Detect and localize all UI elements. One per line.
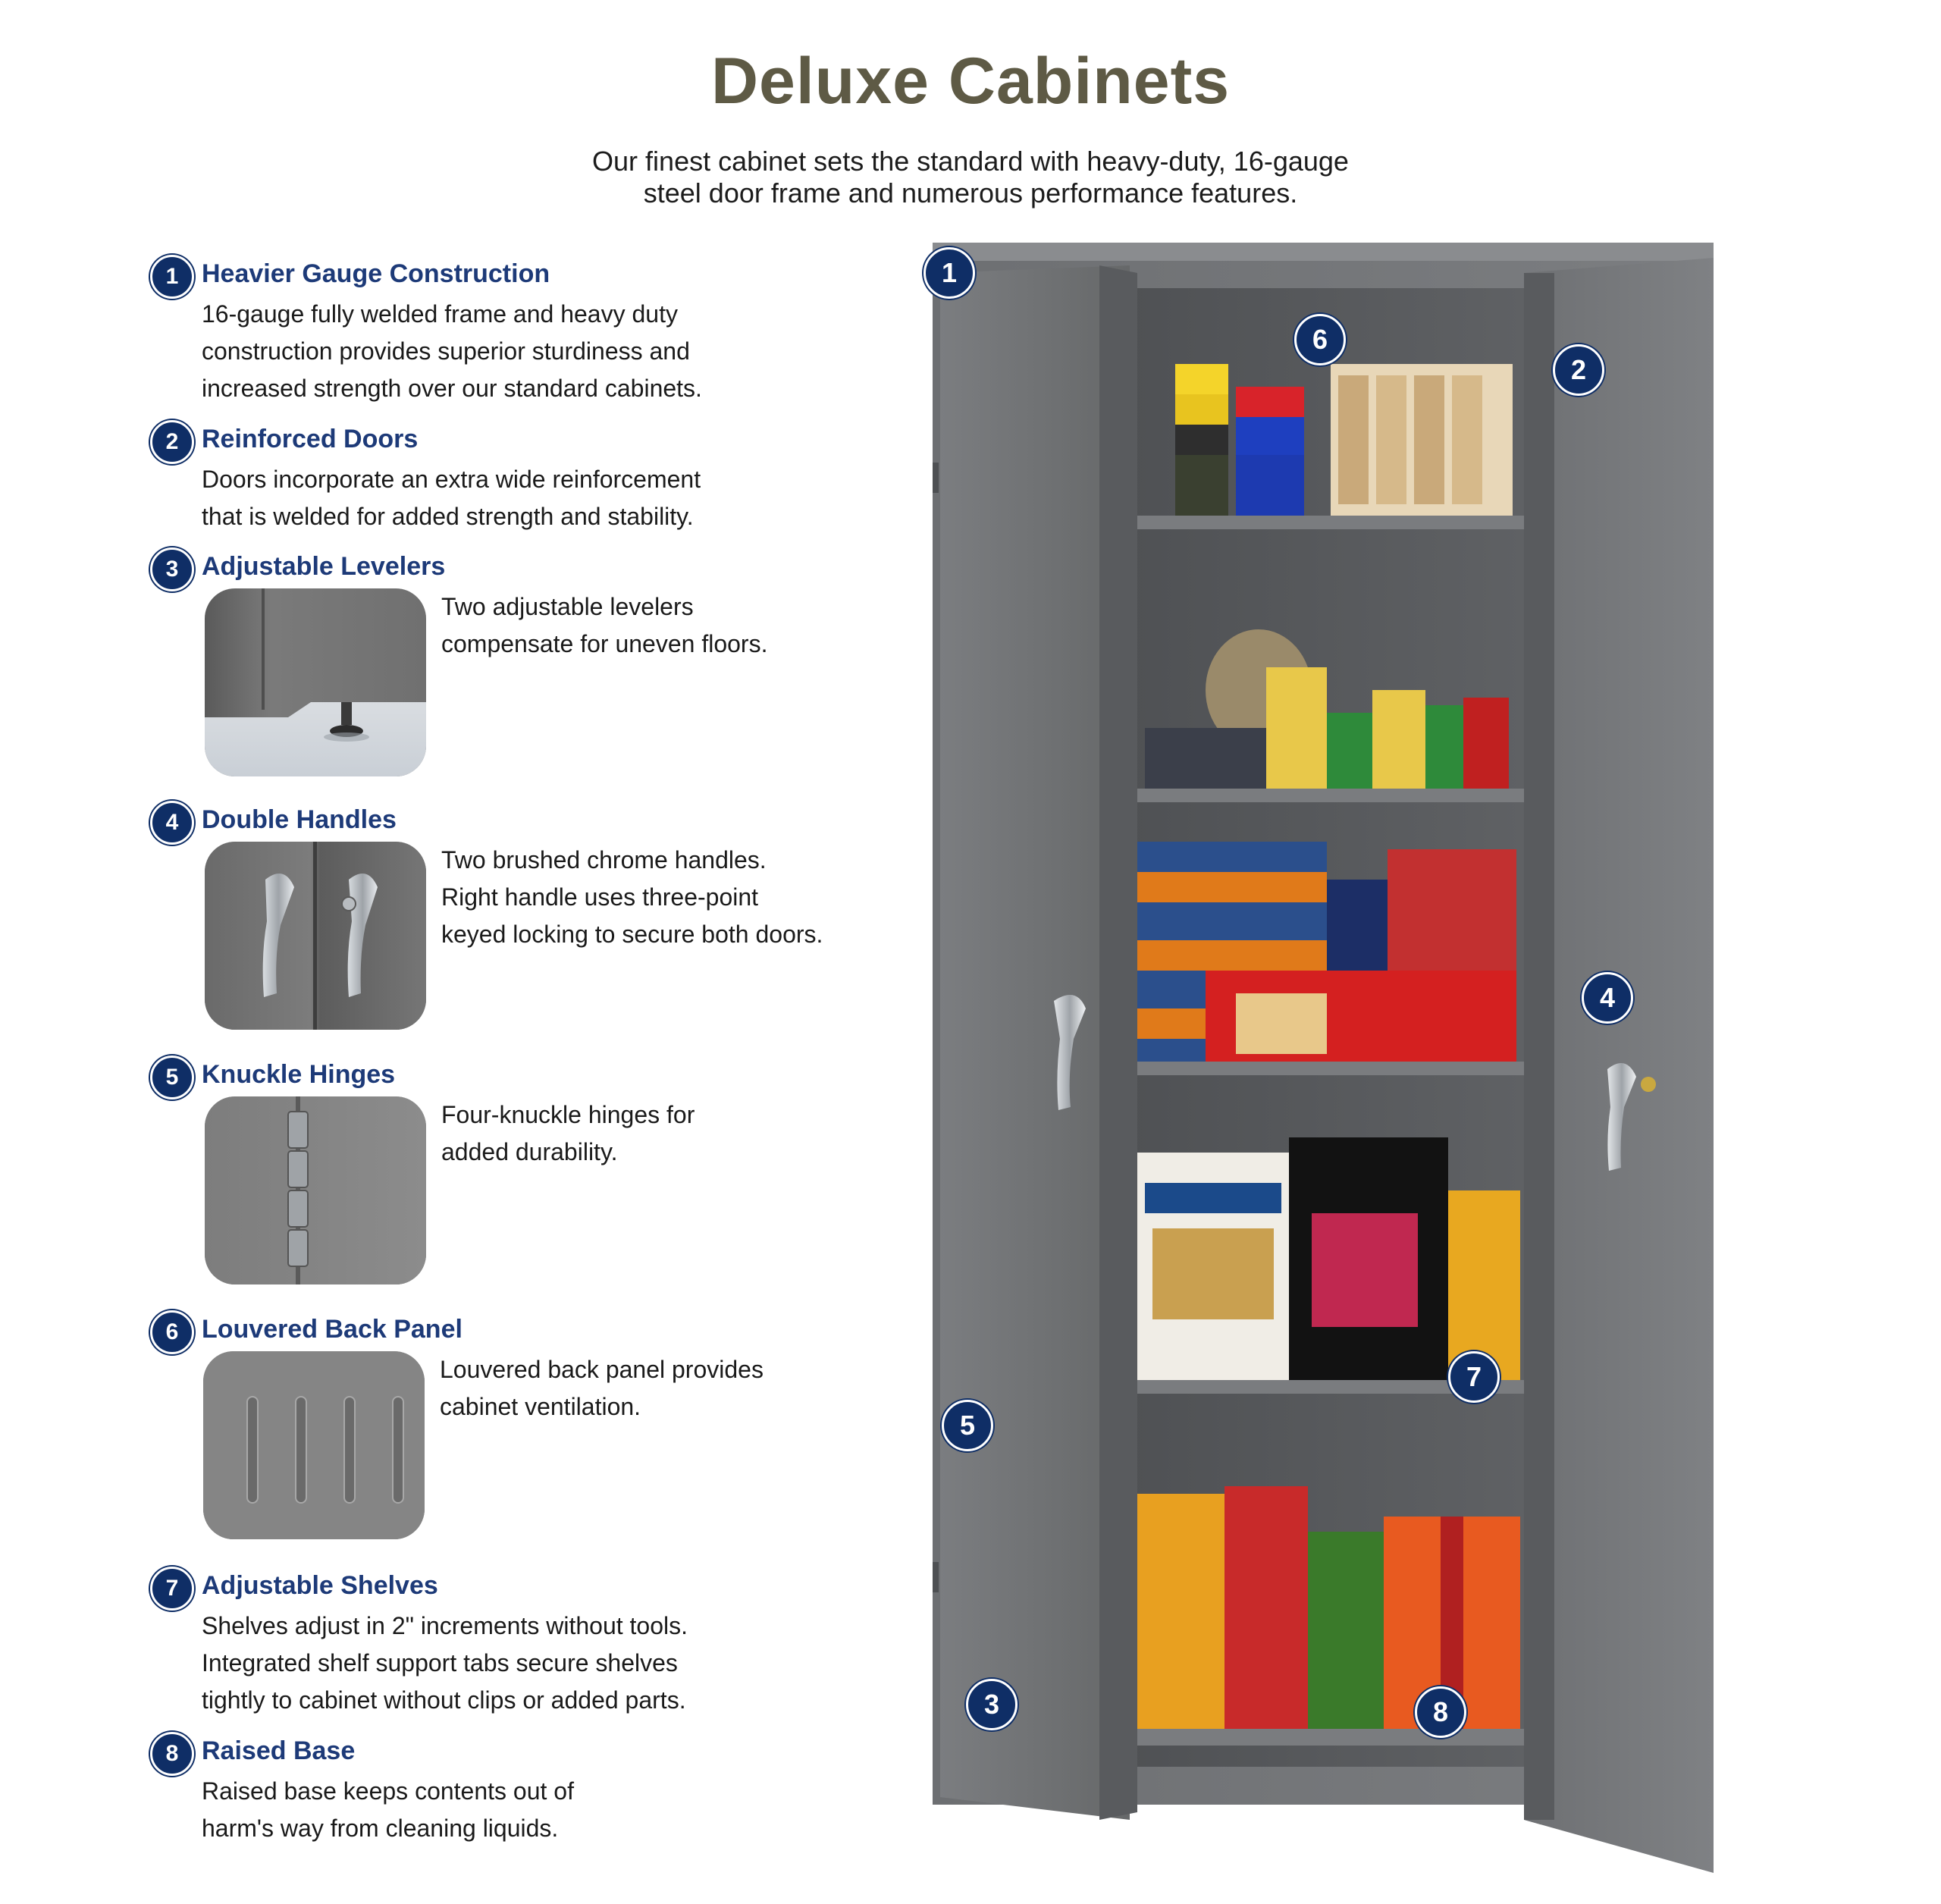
feature-title: Louvered Back Panel xyxy=(202,1315,463,1344)
cabinet-callout-5: 5 xyxy=(942,1400,993,1451)
packing-tape-boxes xyxy=(1331,364,1513,516)
leveler-illustration xyxy=(205,588,426,776)
media-boxes xyxy=(1137,1137,1520,1380)
feature-description: Louvered back panel provides cabinet ven… xyxy=(440,1351,864,1426)
disk-boxes xyxy=(1134,1486,1520,1729)
feature-description-line: Raised base keeps contents out of xyxy=(202,1777,574,1805)
feature-title: Knuckle Hinges xyxy=(202,1060,396,1089)
feature-description: 16-gauge fully welded frame and heavy du… xyxy=(202,296,793,407)
feature-description-line: construction provides superior sturdines… xyxy=(202,337,690,365)
feature-description-line: increased strength over our standard cab… xyxy=(202,375,702,402)
hinge-photo xyxy=(205,1096,426,1284)
office-supplies xyxy=(1145,629,1509,789)
handles-photo xyxy=(205,842,426,1030)
handles-illustration xyxy=(205,842,426,1030)
feature-description-line: Louvered back panel provides xyxy=(440,1356,764,1383)
feature-title: Adjustable Levelers xyxy=(202,552,446,581)
feature-description-line: Four-knuckle hinges for xyxy=(441,1101,695,1128)
feature-description: Two brushed chrome handles. Right handle… xyxy=(441,842,866,953)
feature-number-badge: 3 xyxy=(150,547,194,591)
feature-description-line: Integrated shelf support tabs secure she… xyxy=(202,1649,678,1677)
page-title: Deluxe Cabinets xyxy=(710,45,1231,118)
cabinet-callout-7: 7 xyxy=(1448,1351,1500,1403)
subtitle-line-1: Our finest cabinet sets the standard wit… xyxy=(592,146,1349,177)
cabinet-callout-8: 8 xyxy=(1415,1686,1466,1738)
feature-number-badge: 6 xyxy=(150,1310,194,1354)
feature-description-line: keyed locking to secure both doors. xyxy=(441,921,823,948)
feature-description-line: 16-gauge fully welded frame and heavy du… xyxy=(202,300,678,328)
feature-description-line: Two brushed chrome handles. xyxy=(441,846,767,874)
feature-description: Two adjustable levelers compensate for u… xyxy=(441,588,866,663)
feature-description: Four-knuckle hinges for added durability… xyxy=(441,1096,866,1171)
feature-title: Raised Base xyxy=(202,1736,356,1765)
feature-description-line: Shelves adjust in 2" increments without … xyxy=(202,1612,688,1639)
feature-number-badge: 2 xyxy=(150,420,194,464)
feature-description-line: added durability. xyxy=(441,1138,618,1165)
feature-description-line: Right handle uses three-point xyxy=(441,883,759,911)
feature-description-line: that is welded for added strength and st… xyxy=(202,503,694,530)
cabinet-illustration: 1 2 3 4 5 6 7 8 xyxy=(917,243,1729,1873)
feature-description-line: Doors incorporate an extra wide reinforc… xyxy=(202,466,701,493)
cabinet-callout-1: 1 xyxy=(923,247,975,299)
feature-description-line: cabinet ventilation. xyxy=(440,1393,641,1420)
feature-number-badge: 5 xyxy=(150,1056,194,1099)
cabinet-callout-4: 4 xyxy=(1582,972,1633,1024)
subtitle-line-2: steel door frame and numerous performanc… xyxy=(643,177,1298,209)
cabinet-callout-6: 6 xyxy=(1294,314,1346,365)
feature-description: Doors incorporate an extra wide reinforc… xyxy=(202,461,793,535)
feature-description-line: tightly to cabinet without clips or adde… xyxy=(202,1686,686,1714)
feature-description: Raised base keeps contents out of harm's… xyxy=(202,1773,793,1847)
leveler-photo xyxy=(205,588,426,776)
right-handle-icon xyxy=(1607,1063,1636,1171)
feature-title: Adjustable Shelves xyxy=(202,1571,438,1600)
feature-description-line: compensate for uneven floors. xyxy=(441,630,768,657)
cabinet-callout-2: 2 xyxy=(1553,344,1604,396)
cabinet-callout-3: 3 xyxy=(966,1679,1018,1730)
tape-rolls xyxy=(1175,364,1304,516)
feature-number-badge: 7 xyxy=(150,1567,194,1611)
feature-description: Shelves adjust in 2" increments without … xyxy=(202,1608,793,1719)
lock-icon xyxy=(1641,1077,1656,1092)
feature-title: Reinforced Doors xyxy=(202,425,419,453)
left-handle-icon xyxy=(1054,995,1086,1110)
feature-description-line: harm's way from cleaning liquids. xyxy=(202,1815,559,1842)
feature-number-badge: 1 xyxy=(150,255,194,299)
louver-illustration xyxy=(203,1351,425,1539)
envelope-boxes xyxy=(1137,842,1516,1062)
page-subtitle: Our finest cabinet sets the standard wit… xyxy=(0,146,1941,209)
cabinet-drawing xyxy=(933,243,1714,1873)
feature-number-badge: 8 xyxy=(150,1732,194,1776)
feature-number-badge: 4 xyxy=(150,801,194,845)
feature-description-line: Two adjustable levelers xyxy=(441,593,694,620)
hinge-illustration xyxy=(205,1096,426,1284)
louver-photo xyxy=(203,1351,425,1539)
feature-title: Heavier Gauge Construction xyxy=(202,259,550,288)
feature-title: Double Handles xyxy=(202,805,397,834)
